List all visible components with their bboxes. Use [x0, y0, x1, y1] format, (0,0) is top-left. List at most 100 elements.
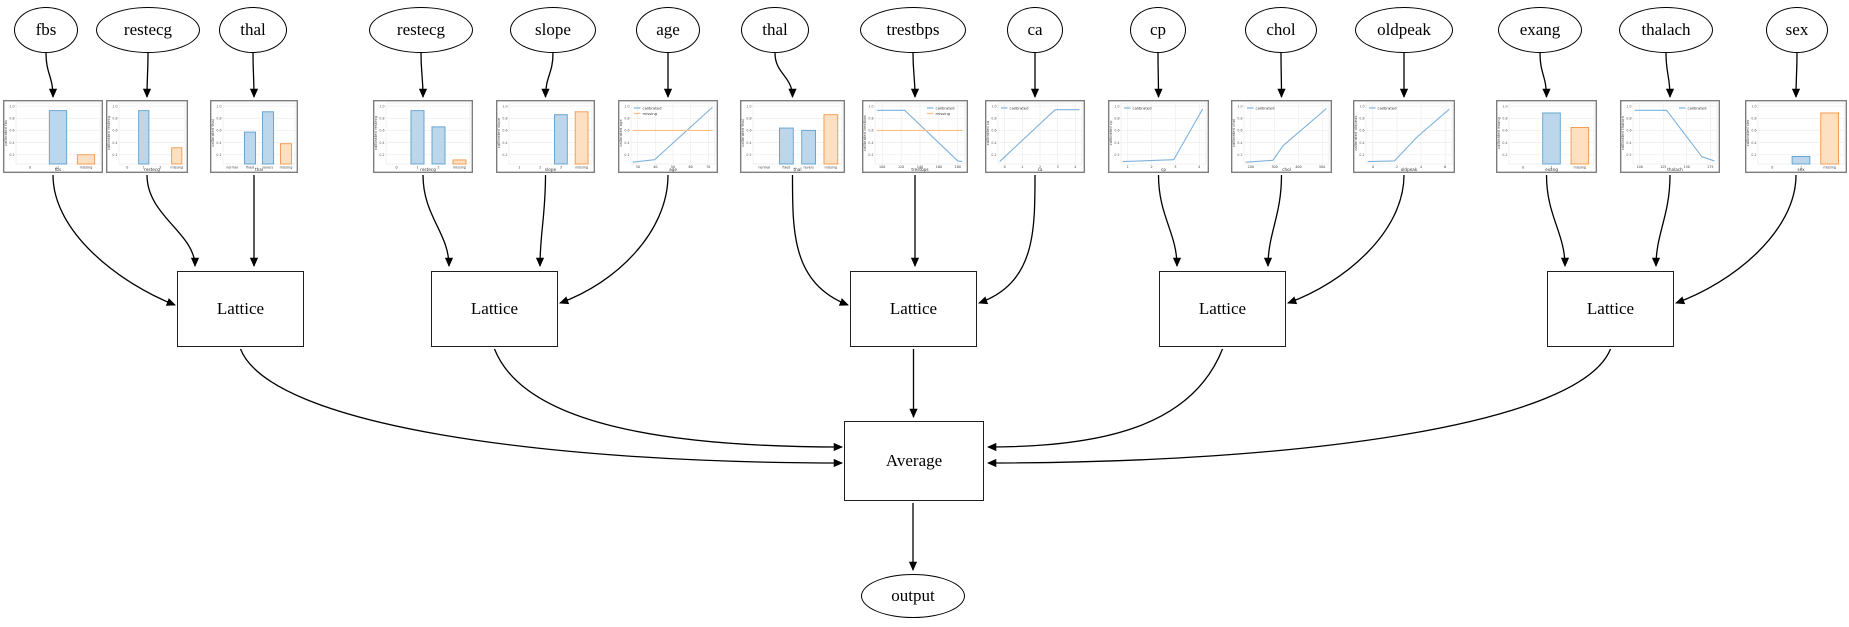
y-tick-label: 0.8 — [1114, 116, 1119, 120]
x-tick-label: 3 — [1057, 165, 1059, 169]
x-tick-label: 300 — [1271, 165, 1277, 169]
y-tick-label: 0.4 — [379, 141, 384, 145]
y-tick-label: 0.8 — [991, 116, 996, 120]
y-tick-label: 0.2 — [1626, 153, 1631, 157]
x-axis-label: thal — [255, 167, 263, 172]
edge-feature-to-chart — [1665, 52, 1675, 98]
y-tick-label: 0.6 — [624, 129, 629, 133]
y-tick-label: 1.0 — [216, 104, 221, 108]
feature-node-label: age — [656, 20, 680, 39]
lattice-label: Lattice — [216, 299, 265, 318]
line-calibrated — [1367, 108, 1450, 163]
bar-missing — [452, 159, 467, 165]
x-tick-label: 4 — [1074, 165, 1076, 169]
x-tick-label: 2 — [159, 166, 161, 170]
line-calibrated — [999, 109, 1080, 162]
legend-label-calibrated: calibrated — [1688, 105, 1708, 110]
y-tick-label: 0.4 — [112, 141, 117, 145]
x-tick-label: 30 — [636, 165, 640, 169]
edge-chart-to-lattice — [1675, 174, 1797, 305]
bar-calibrated — [138, 110, 150, 165]
edge-chart-to-lattice — [422, 174, 454, 267]
edge-lattice-to-average — [239, 348, 843, 468]
edge-chart-to-lattice — [52, 174, 176, 306]
x-tick-label: 200 — [1248, 165, 1254, 169]
x-tick-label: 50 — [671, 165, 675, 169]
feature-node-label: thalach — [1641, 20, 1691, 39]
y-axis-label: calibrated chol — [1231, 119, 1236, 147]
legend-label-calibrated: calibrated — [643, 105, 663, 110]
y-tick-label: 0.2 — [1502, 153, 1507, 157]
x-axis-label: cp — [1161, 167, 1166, 172]
x-tick-label: 3 — [1174, 165, 1176, 169]
feature-node-chol: chol — [1245, 7, 1317, 53]
y-axis-label: calibrated fbs — [3, 120, 8, 146]
output-node: output — [861, 574, 965, 618]
bar-calibrated — [410, 110, 425, 165]
y-tick-label: 1.0 — [746, 104, 751, 108]
x-axis-label: thal — [793, 167, 801, 172]
edge-chart-to-lattice — [1157, 174, 1182, 267]
bar-missing — [823, 114, 839, 165]
y-tick-label: 1.0 — [1502, 104, 1507, 108]
y-tick-label: 0.2 — [1237, 153, 1242, 157]
feature-node-thal: thal — [741, 7, 809, 53]
bar-calibrated — [48, 110, 68, 165]
y-tick-label: 0.6 — [502, 129, 507, 133]
edge-feature-to-chart — [910, 52, 920, 98]
feature-node-label: trestbps — [886, 20, 940, 39]
feature-node-thal: thal — [219, 7, 287, 53]
x-tick-label: missing — [80, 166, 93, 170]
y-tick-label: 1.0 — [1626, 104, 1631, 108]
x-tick-label: normal — [226, 166, 238, 170]
y-tick-label: 0.4 — [1237, 141, 1242, 145]
lattice-node-3: Lattice — [850, 271, 977, 347]
x-tick-label: 0 — [1522, 166, 1524, 170]
x-tick-label: 120 — [898, 165, 904, 169]
edge-lattice-to-average — [987, 348, 1224, 452]
y-tick-label: 0.6 — [112, 129, 117, 133]
edge-feature-to-chart — [142, 52, 152, 98]
lattice-node-4: Lattice — [1159, 271, 1286, 347]
y-axis-label: calibrated cp — [1108, 120, 1113, 145]
y-tick-label: 0.8 — [624, 116, 629, 120]
x-axis-label: thalach — [1667, 167, 1683, 172]
edge-feature-to-chart — [774, 52, 797, 98]
edge-chart-to-lattice — [978, 174, 1036, 305]
y-tick-label: 0.6 — [1359, 129, 1364, 133]
average-label: Average — [885, 451, 943, 470]
feature-node-age: age — [636, 7, 700, 53]
x-tick-label: 500 — [1319, 165, 1325, 169]
x-tick-label: 0 — [1372, 165, 1374, 169]
y-tick-label: 0.2 — [216, 153, 221, 157]
y-tick-label: 0.2 — [746, 153, 751, 157]
y-tick-label: 0.4 — [502, 141, 507, 145]
edge-lattice-to-average — [987, 348, 1612, 468]
x-tick-label: missing — [1823, 166, 1836, 170]
bar-calibrated — [243, 131, 257, 165]
x-tick-label: fixed — [246, 166, 254, 170]
x-tick-label: missing — [280, 166, 293, 170]
feature-node-exang: exang — [1498, 7, 1582, 53]
y-tick-label: 0.6 — [1626, 129, 1631, 133]
y-tick-label: 1.0 — [1751, 104, 1756, 108]
x-tick-label: fixed — [782, 166, 790, 170]
x-axis-label: restecg — [144, 167, 160, 172]
bar-calibrated — [779, 127, 794, 165]
x-axis-label: restecg — [420, 167, 436, 172]
y-tick-label: 0.2 — [379, 153, 384, 157]
x-axis-label: fbs — [55, 167, 61, 172]
y-tick-label: 0.6 — [1751, 129, 1756, 133]
x-axis-label: trestbps — [911, 167, 928, 172]
y-tick-label: 0.8 — [1237, 116, 1242, 120]
y-tick-label: 0.2 — [624, 153, 629, 157]
x-axis-label: exang — [1545, 167, 1558, 172]
x-tick-label: 4 — [1420, 165, 1422, 169]
y-tick-label: 1.0 — [379, 104, 384, 108]
y-tick-label: 0.6 — [746, 129, 751, 133]
